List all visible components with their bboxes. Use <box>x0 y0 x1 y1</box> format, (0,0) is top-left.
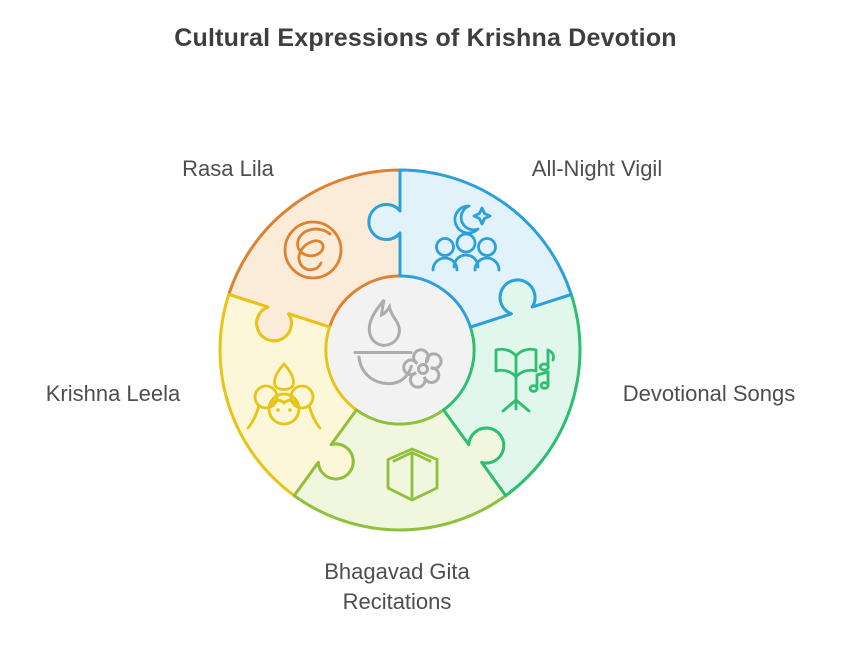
label-rasa-lila: Rasa Lila <box>182 156 274 181</box>
label-all-night-vigil: All-Night Vigil <box>531 156 663 181</box>
label-krishna-leela: Krishna Leela <box>45 381 181 406</box>
krishna-face-icon <box>246 361 322 430</box>
segment-krishna-leela <box>218 292 358 498</box>
open-book-icon <box>386 447 439 502</box>
dance-swirl-icon <box>283 220 343 280</box>
page-title: Cultural Expressions of Krishna Devotion <box>174 24 677 52</box>
center-hub <box>327 277 473 423</box>
label-devotional-songs: Devotional Songs <box>622 381 796 406</box>
segment-all-night-vigil <box>367 168 573 329</box>
label-bhagavad-gita-recitations: Bhagavad Gita Recitations <box>324 559 470 614</box>
moon-and-devotees-icon <box>431 204 501 272</box>
flower-icon <box>402 348 443 389</box>
diya-lamp-icon <box>353 299 413 386</box>
music-stand-notes-icon <box>494 347 555 413</box>
